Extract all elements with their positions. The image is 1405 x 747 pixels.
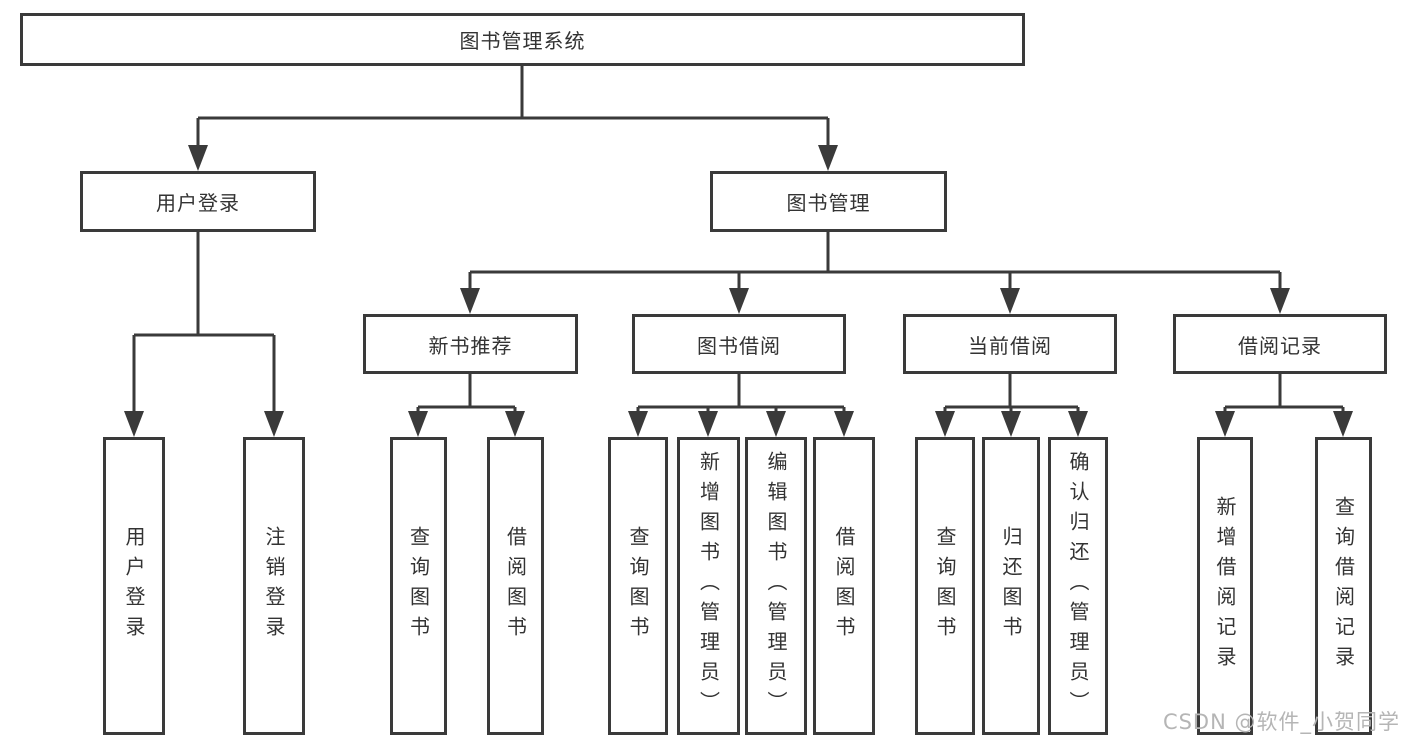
node-label: 图书管理系统 — [459, 29, 586, 53]
node-label: 图书管理 — [786, 191, 871, 215]
leaf-label: 用户登录 — [122, 526, 146, 646]
leaf-label: 查询图书 — [626, 526, 650, 646]
leaf-label: 借阅图书 — [832, 526, 856, 646]
leaf-label: 借阅图书 — [503, 526, 528, 646]
node-library-system: 图书管理系统 — [20, 13, 1025, 66]
leaf-logout: 注销登录 — [243, 437, 305, 735]
node-label: 新书推荐 — [428, 333, 513, 358]
leaf-return-books: 归还图书 — [982, 437, 1040, 735]
leaf-add-book-admin: 新增图书（管理员） — [677, 437, 740, 735]
leaf-label: 确认归还（管理员） — [1066, 451, 1090, 721]
node-label: 用户登录 — [156, 191, 240, 215]
leaf-query-borrow-record: 查询借阅记录 — [1315, 437, 1372, 735]
csdn-watermark: CSDN @软件_小贺同学 — [1162, 710, 1400, 734]
node-label: 借阅记录 — [1238, 333, 1322, 358]
node-book-borrowing: 图书借阅 — [632, 314, 846, 374]
leaf-query-books-current: 查询图书 — [915, 437, 975, 735]
leaf-confirm-return-admin: 确认归还（管理员） — [1048, 437, 1108, 735]
leaf-add-borrow-record: 新增借阅记录 — [1197, 437, 1253, 735]
node-label: 图书借阅 — [697, 333, 781, 358]
node-borrowing-records: 借阅记录 — [1173, 314, 1387, 374]
leaf-label: 新增图书（管理员） — [696, 451, 721, 721]
leaf-borrow-books: 借阅图书 — [813, 437, 875, 735]
leaf-query-books-recommend: 查询图书 — [390, 437, 447, 735]
node-label: 当前借阅 — [968, 333, 1052, 358]
node-new-book-recommend: 新书推荐 — [363, 314, 578, 374]
leaf-label: 查询借阅记录 — [1331, 496, 1356, 676]
node-book-management: 图书管理 — [710, 171, 947, 232]
leaf-query-books-borrow: 查询图书 — [608, 437, 668, 735]
leaf-label: 查询图书 — [406, 526, 431, 646]
leaf-user-login: 用户登录 — [103, 437, 165, 735]
node-current-borrowing: 当前借阅 — [903, 314, 1117, 374]
leaf-borrow-books-recommend: 借阅图书 — [487, 437, 544, 735]
leaf-label: 注销登录 — [262, 526, 286, 646]
leaf-label: 编辑图书（管理员） — [764, 451, 788, 721]
leaf-edit-book-admin: 编辑图书（管理员） — [745, 437, 807, 735]
leaf-label: 归还图书 — [999, 526, 1023, 646]
node-user-login: 用户登录 — [80, 171, 316, 232]
leaf-label: 新增借阅记录 — [1213, 496, 1237, 676]
leaf-label: 查询图书 — [933, 526, 957, 646]
